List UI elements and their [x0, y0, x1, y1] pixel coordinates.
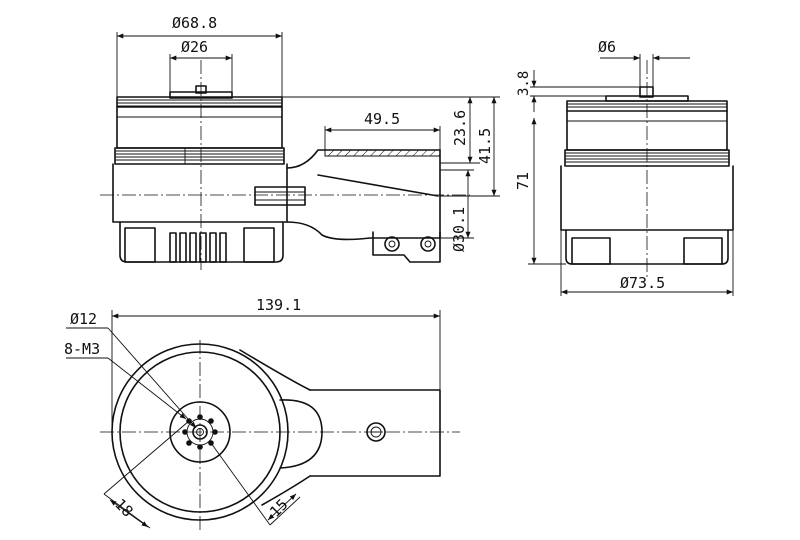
dim-shaft-diameter-label: Ø6: [598, 38, 616, 56]
dim-tube-diameter: Ø30.1: [440, 169, 474, 252]
dim-screw-holes: 8-M3: [64, 340, 187, 420]
base-vents: [169, 232, 227, 263]
dim-shaft-height: 3.8: [516, 70, 640, 112]
dim-base-diameter-label: Ø73.5: [620, 274, 665, 292]
front-view: Ø68.8 Ø26 49.5 23.6 41.5: [100, 14, 500, 270]
dim-base-diameter: Ø73.5: [560, 230, 734, 296]
dim-pcd-1: 18: [103, 420, 190, 529]
dim-height-label: 71: [514, 172, 532, 190]
dim-shaft-diameter: Ø6: [598, 38, 690, 87]
dim-height-upper-label: 23.6: [451, 110, 469, 146]
dim-pcd-2-label: 15: [266, 495, 292, 521]
dim-heights: 23.6 41.5: [282, 96, 500, 197]
dim-center-hole: Ø12: [66, 310, 197, 429]
side-view: Ø6 3.8 71 Ø73.5: [514, 38, 734, 296]
dim-screw-holes-label: 8-M3: [64, 340, 100, 358]
dim-center-hole-label: Ø12: [70, 310, 97, 328]
dim-arm-length: 49.5: [324, 110, 441, 150]
dim-shaft-height-label: 3.8: [516, 71, 532, 96]
dim-height: 71: [514, 118, 566, 265]
dim-arm-length-label: 49.5: [364, 110, 400, 128]
top-view: 139.1 Ø12 8-M3 18 15: [64, 296, 460, 530]
dim-outer-diameter: Ø68.8: [116, 14, 283, 97]
dim-total-length-label: 139.1: [256, 296, 301, 314]
dim-inner-diameter-label: Ø26: [181, 38, 208, 56]
dim-total-length: 139.1: [111, 296, 441, 432]
stator-fins-upper: [117, 99, 282, 107]
dim-inner-diameter: Ø26: [169, 38, 233, 92]
dim-pcd-2: 15: [210, 442, 301, 526]
dim-tube-diameter-label: Ø30.1: [450, 207, 468, 252]
stator-fins-lower: [114, 147, 285, 165]
dim-height-total-label: 41.5: [476, 128, 494, 164]
dim-outer-diameter-label: Ø68.8: [172, 14, 217, 32]
